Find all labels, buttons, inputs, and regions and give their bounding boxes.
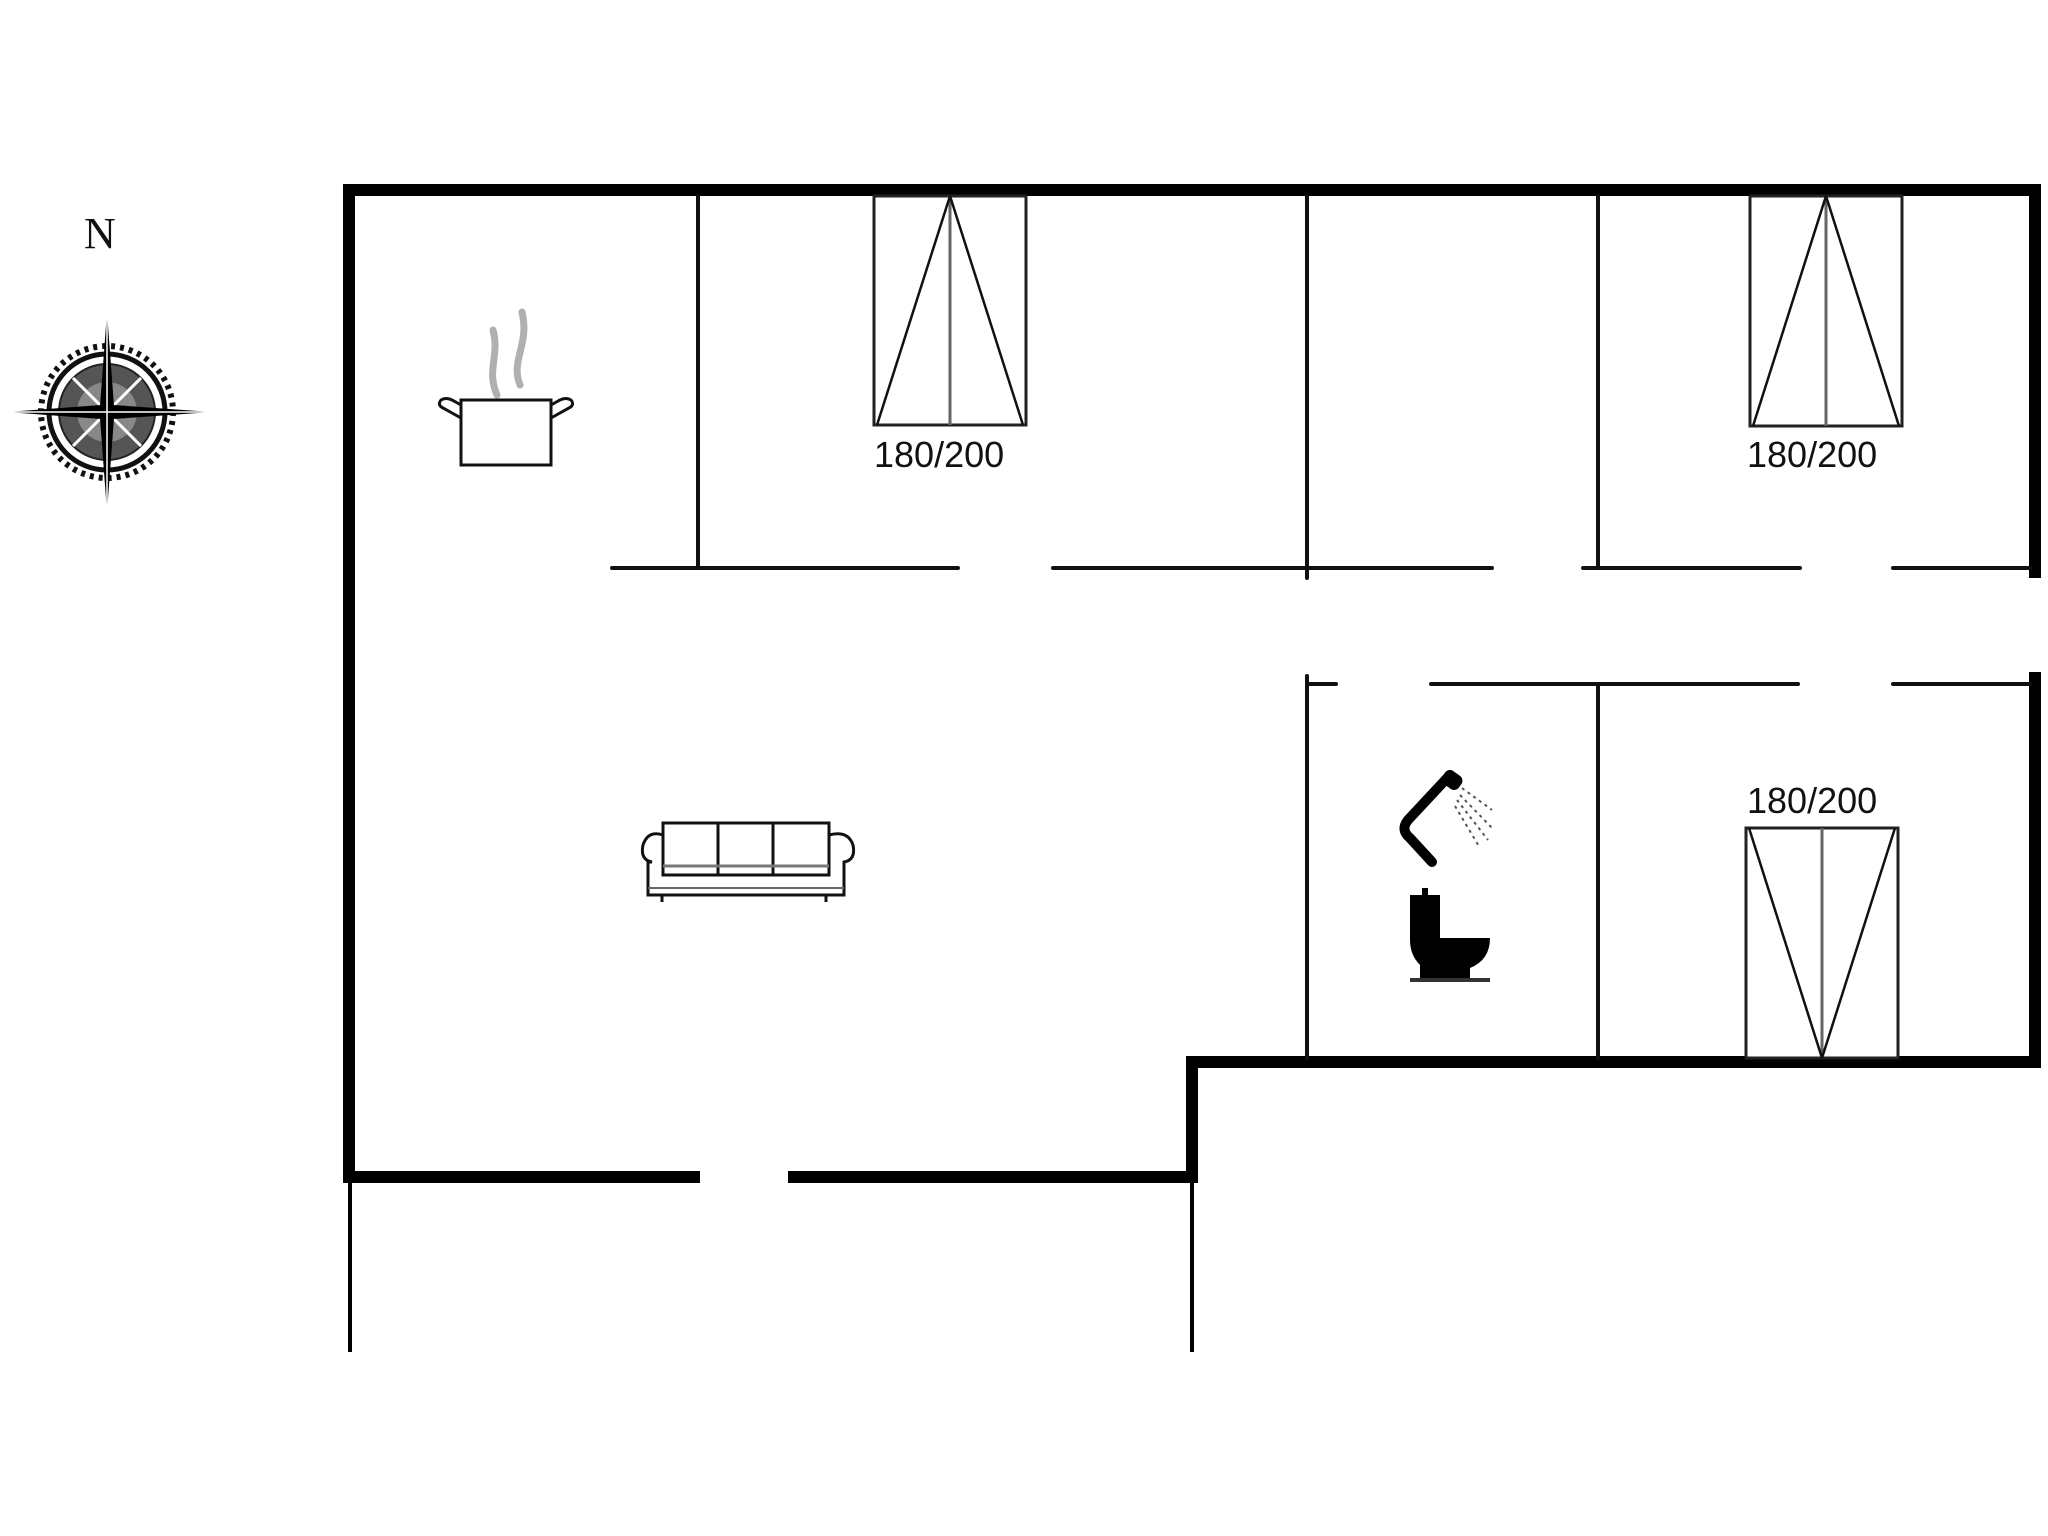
bed-size-label: 180/200 <box>874 434 1005 475</box>
terrace-outline <box>348 1177 1194 1352</box>
shower-icon <box>1399 770 1495 867</box>
sofa-icon <box>640 821 856 902</box>
double-bed-icon <box>1744 826 1900 1060</box>
double-bed-icon <box>1748 194 1904 428</box>
toilet-icon <box>1410 888 1490 982</box>
bed-size-label: 180/200 <box>1747 780 1878 821</box>
compass-rose-icon <box>7 312 212 512</box>
outer-walls <box>343 184 2041 1183</box>
cooking-pot-icon <box>437 308 575 467</box>
double-bed-icon <box>872 194 1028 427</box>
interior-walls <box>610 194 2032 1060</box>
north-label: N <box>84 209 116 258</box>
bed-size-label: 180/200 <box>1747 434 1878 475</box>
